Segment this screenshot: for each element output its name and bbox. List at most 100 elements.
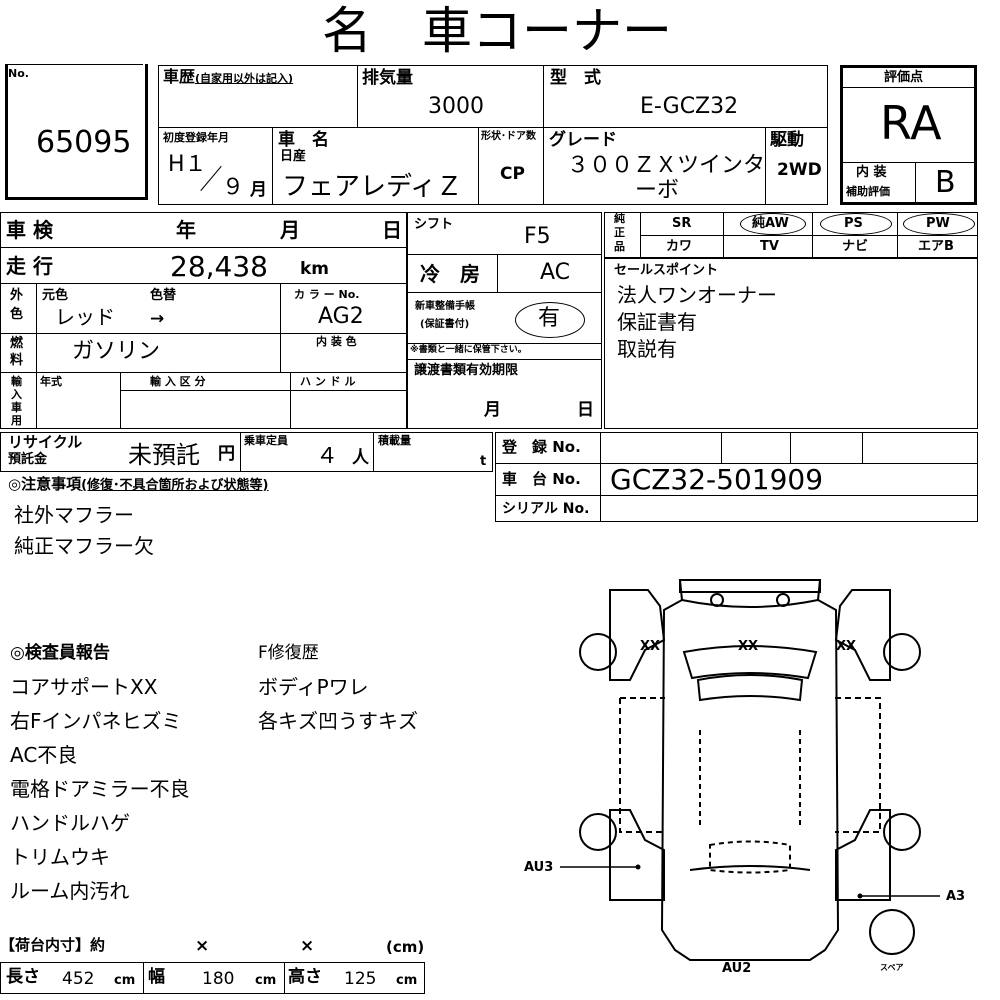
displacement-value: 3000: [428, 94, 484, 119]
stock-number-label: No.: [8, 67, 29, 80]
warranty-circle: [515, 302, 585, 338]
model-value: E-GCZ32: [640, 94, 739, 119]
import-handle-label: ハ ン ド ル: [300, 375, 356, 388]
drive-value: 2WD: [777, 160, 822, 180]
aircon-value: AC: [540, 260, 571, 285]
interior-color-label: 内 装 色: [316, 335, 357, 348]
sales-points-label: セールスポイント: [614, 263, 719, 278]
recycle-label-1: リサイクル: [8, 433, 83, 451]
first-reg-label: 初度登録年月: [163, 131, 229, 144]
damage-au2: AU2: [722, 961, 752, 976]
recycle-label-2: 預託金: [8, 452, 48, 467]
cargo-x1: ×: [195, 936, 210, 956]
mileage-unit: km: [300, 259, 330, 279]
stock-number: 65095: [36, 125, 132, 160]
first-reg-month-unit: 月: [250, 180, 267, 200]
color-code-label: カ ラ ー No.: [294, 288, 360, 301]
car-maker: 日産: [280, 149, 307, 164]
model-label: 型 式: [550, 68, 601, 88]
cargo-label: 【荷台内寸】約: [0, 936, 106, 954]
cargo-length-unit: cm: [114, 973, 136, 988]
car-name-label: 車 名: [278, 130, 329, 150]
option-navi: ナビ: [842, 239, 869, 254]
option-sr: SR: [672, 216, 692, 231]
recycle-unit: 円: [218, 444, 235, 464]
transfer-label: 譲渡書類有効期限: [414, 363, 519, 378]
interior-rating-label-2: 補助評価: [846, 185, 890, 198]
shift-value: F5: [524, 224, 551, 249]
note-item-2: 純正マフラー欠: [14, 534, 154, 558]
recycle-frame: [0, 432, 493, 472]
load-label: 積載量: [378, 434, 411, 447]
chassis-label: 車 台 No.: [502, 470, 581, 488]
damage-xx-center: XX: [738, 639, 759, 654]
middle-center-frame: [407, 212, 602, 429]
option-pw-circle: [903, 213, 975, 235]
damage-a3: A3: [946, 889, 966, 904]
cargo-length-label: 長さ: [6, 967, 40, 987]
serial-label: シリアル No.: [502, 501, 590, 517]
warranty-note: ※書類と一緒に保管下さい。: [410, 345, 527, 355]
top-section-frame: [158, 65, 828, 205]
sales-points-frame: [604, 258, 978, 429]
genuine-label-3: 品: [614, 240, 625, 253]
damage-xx-right: XX: [836, 639, 857, 654]
middle-left-frame: [0, 212, 407, 429]
inspector-item-6: トリムウキ: [10, 845, 110, 869]
recycle-value: 未預託: [128, 441, 200, 469]
cargo-width: 180: [202, 969, 235, 989]
load-unit: t: [480, 454, 487, 469]
first-reg-month: ９: [222, 175, 245, 200]
option-aw-circle: [740, 213, 806, 235]
option-tv: TV: [760, 239, 779, 254]
cargo-height: 125: [344, 969, 377, 989]
body-type-label: 形状･ドア数: [481, 131, 536, 142]
import-year-label: 年式: [40, 375, 62, 388]
chassis-value: GCZ32-501909: [610, 463, 824, 496]
orig-color-value: レッド: [55, 305, 115, 329]
cargo-width-unit: cm: [255, 973, 277, 988]
import-side-1: 輸: [11, 375, 22, 388]
shaken-day: 日: [382, 218, 402, 242]
fuel-value: ガソリン: [72, 339, 161, 364]
displacement-label: 排気量: [362, 68, 413, 88]
fuel-side-2: 料: [10, 353, 24, 368]
color-side-2: 色: [10, 307, 24, 322]
rating-box: [840, 65, 977, 205]
registration-label: 登 録 No.: [502, 438, 581, 456]
repair-history-label: F修復歴: [258, 643, 319, 663]
inspector-item-7: ルーム内汚れ: [10, 879, 130, 903]
rating-value: RA: [880, 96, 942, 150]
shaken-month: 月: [280, 218, 300, 242]
car-damage-diagram: [560, 579, 940, 961]
warranty-label-2: (保証書付): [420, 319, 470, 330]
cargo-x2: ×: [300, 936, 315, 956]
transfer-day: 日: [577, 400, 594, 420]
inspector-item-4: 電格ドアミラー不良: [10, 777, 190, 801]
import-side-3: 車: [11, 401, 22, 414]
grade-label: グレード: [549, 130, 617, 150]
capacity-label: 乗車定員: [244, 434, 288, 447]
color-change-label: 色替: [150, 288, 177, 303]
orig-color-label: 元色: [42, 288, 69, 303]
option-ps-circle: [820, 213, 892, 235]
damage-au3: AU3: [524, 860, 554, 875]
warranty-value: 有: [538, 306, 561, 331]
cargo-length: 452: [62, 969, 95, 989]
rating-label: 評価点: [884, 70, 924, 85]
notes-label: ◎注意事項(修復･不具合箇所および状態等): [8, 475, 269, 493]
genuine-label-1: 純: [614, 212, 625, 225]
option-ps: PS: [844, 216, 863, 231]
damage-xx-left: XX: [640, 639, 661, 654]
mileage-value: 28,438: [170, 250, 268, 283]
stock-number-box: [5, 64, 148, 200]
cargo-frame: [0, 962, 425, 994]
genuine-label-2: 正: [614, 226, 625, 239]
inspector-item-5: ハンドルハゲ: [10, 811, 130, 835]
body-type-value: CP: [500, 164, 525, 184]
grade-value-2: ーボ: [635, 178, 680, 203]
drive-label: 駆動: [770, 130, 804, 150]
inspector-item-1: コアサポートXX: [10, 675, 158, 699]
shift-label: シフト: [414, 217, 454, 232]
sales-point-3: 取説有: [617, 337, 677, 361]
